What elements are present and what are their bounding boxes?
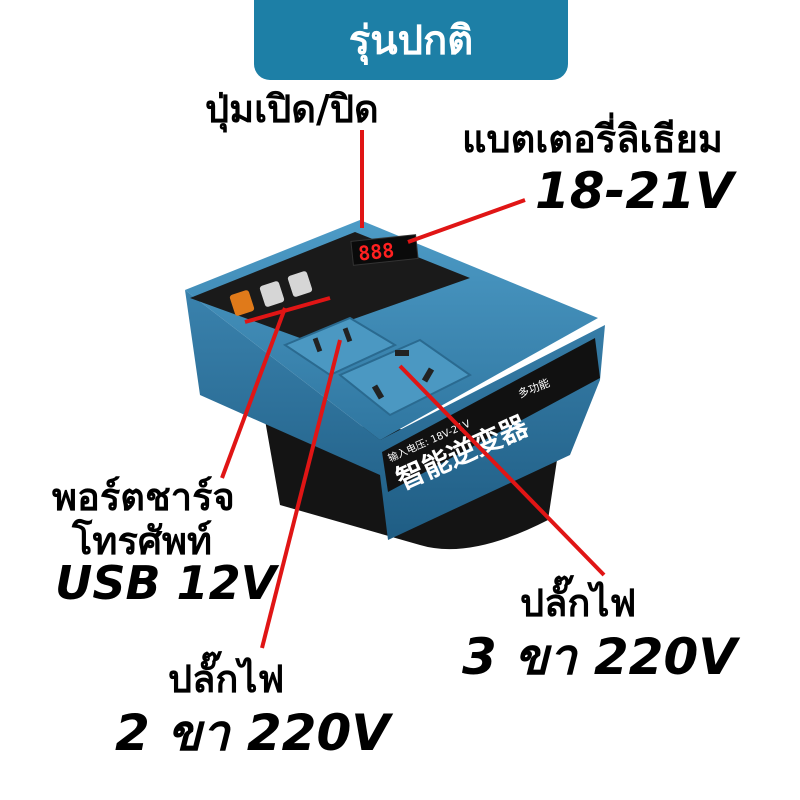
- plug3-label-line2: 3 ขา 220V: [462, 628, 737, 686]
- plug2-label-line2: 2 ขา 220V: [115, 704, 390, 762]
- plug2-label-line1: ปลั๊กไฟ: [168, 657, 285, 701]
- battery-label-line1: แบตเตอรี่ลิเธียม: [462, 117, 723, 161]
- power-button-label: ปุ่มเปิด/ปิด: [205, 87, 379, 131]
- voltage-display: [350, 234, 419, 266]
- battery-label-line2: 18-21V: [535, 162, 734, 220]
- plug3-label-line1: ปลั๊กไฟ: [520, 581, 637, 625]
- usb-label-line1: พอร์ตชาร์จ: [52, 475, 235, 519]
- banner-title: รุ่นปกติ: [348, 18, 474, 64]
- display-digits: 888: [357, 238, 395, 266]
- title-banner: รุ่นปกติ: [254, 0, 568, 80]
- usb-label-line3: USB 12V: [55, 556, 277, 610]
- usb-port-2: [287, 271, 313, 297]
- usb-label-line2: โทรศัพท์: [72, 519, 213, 563]
